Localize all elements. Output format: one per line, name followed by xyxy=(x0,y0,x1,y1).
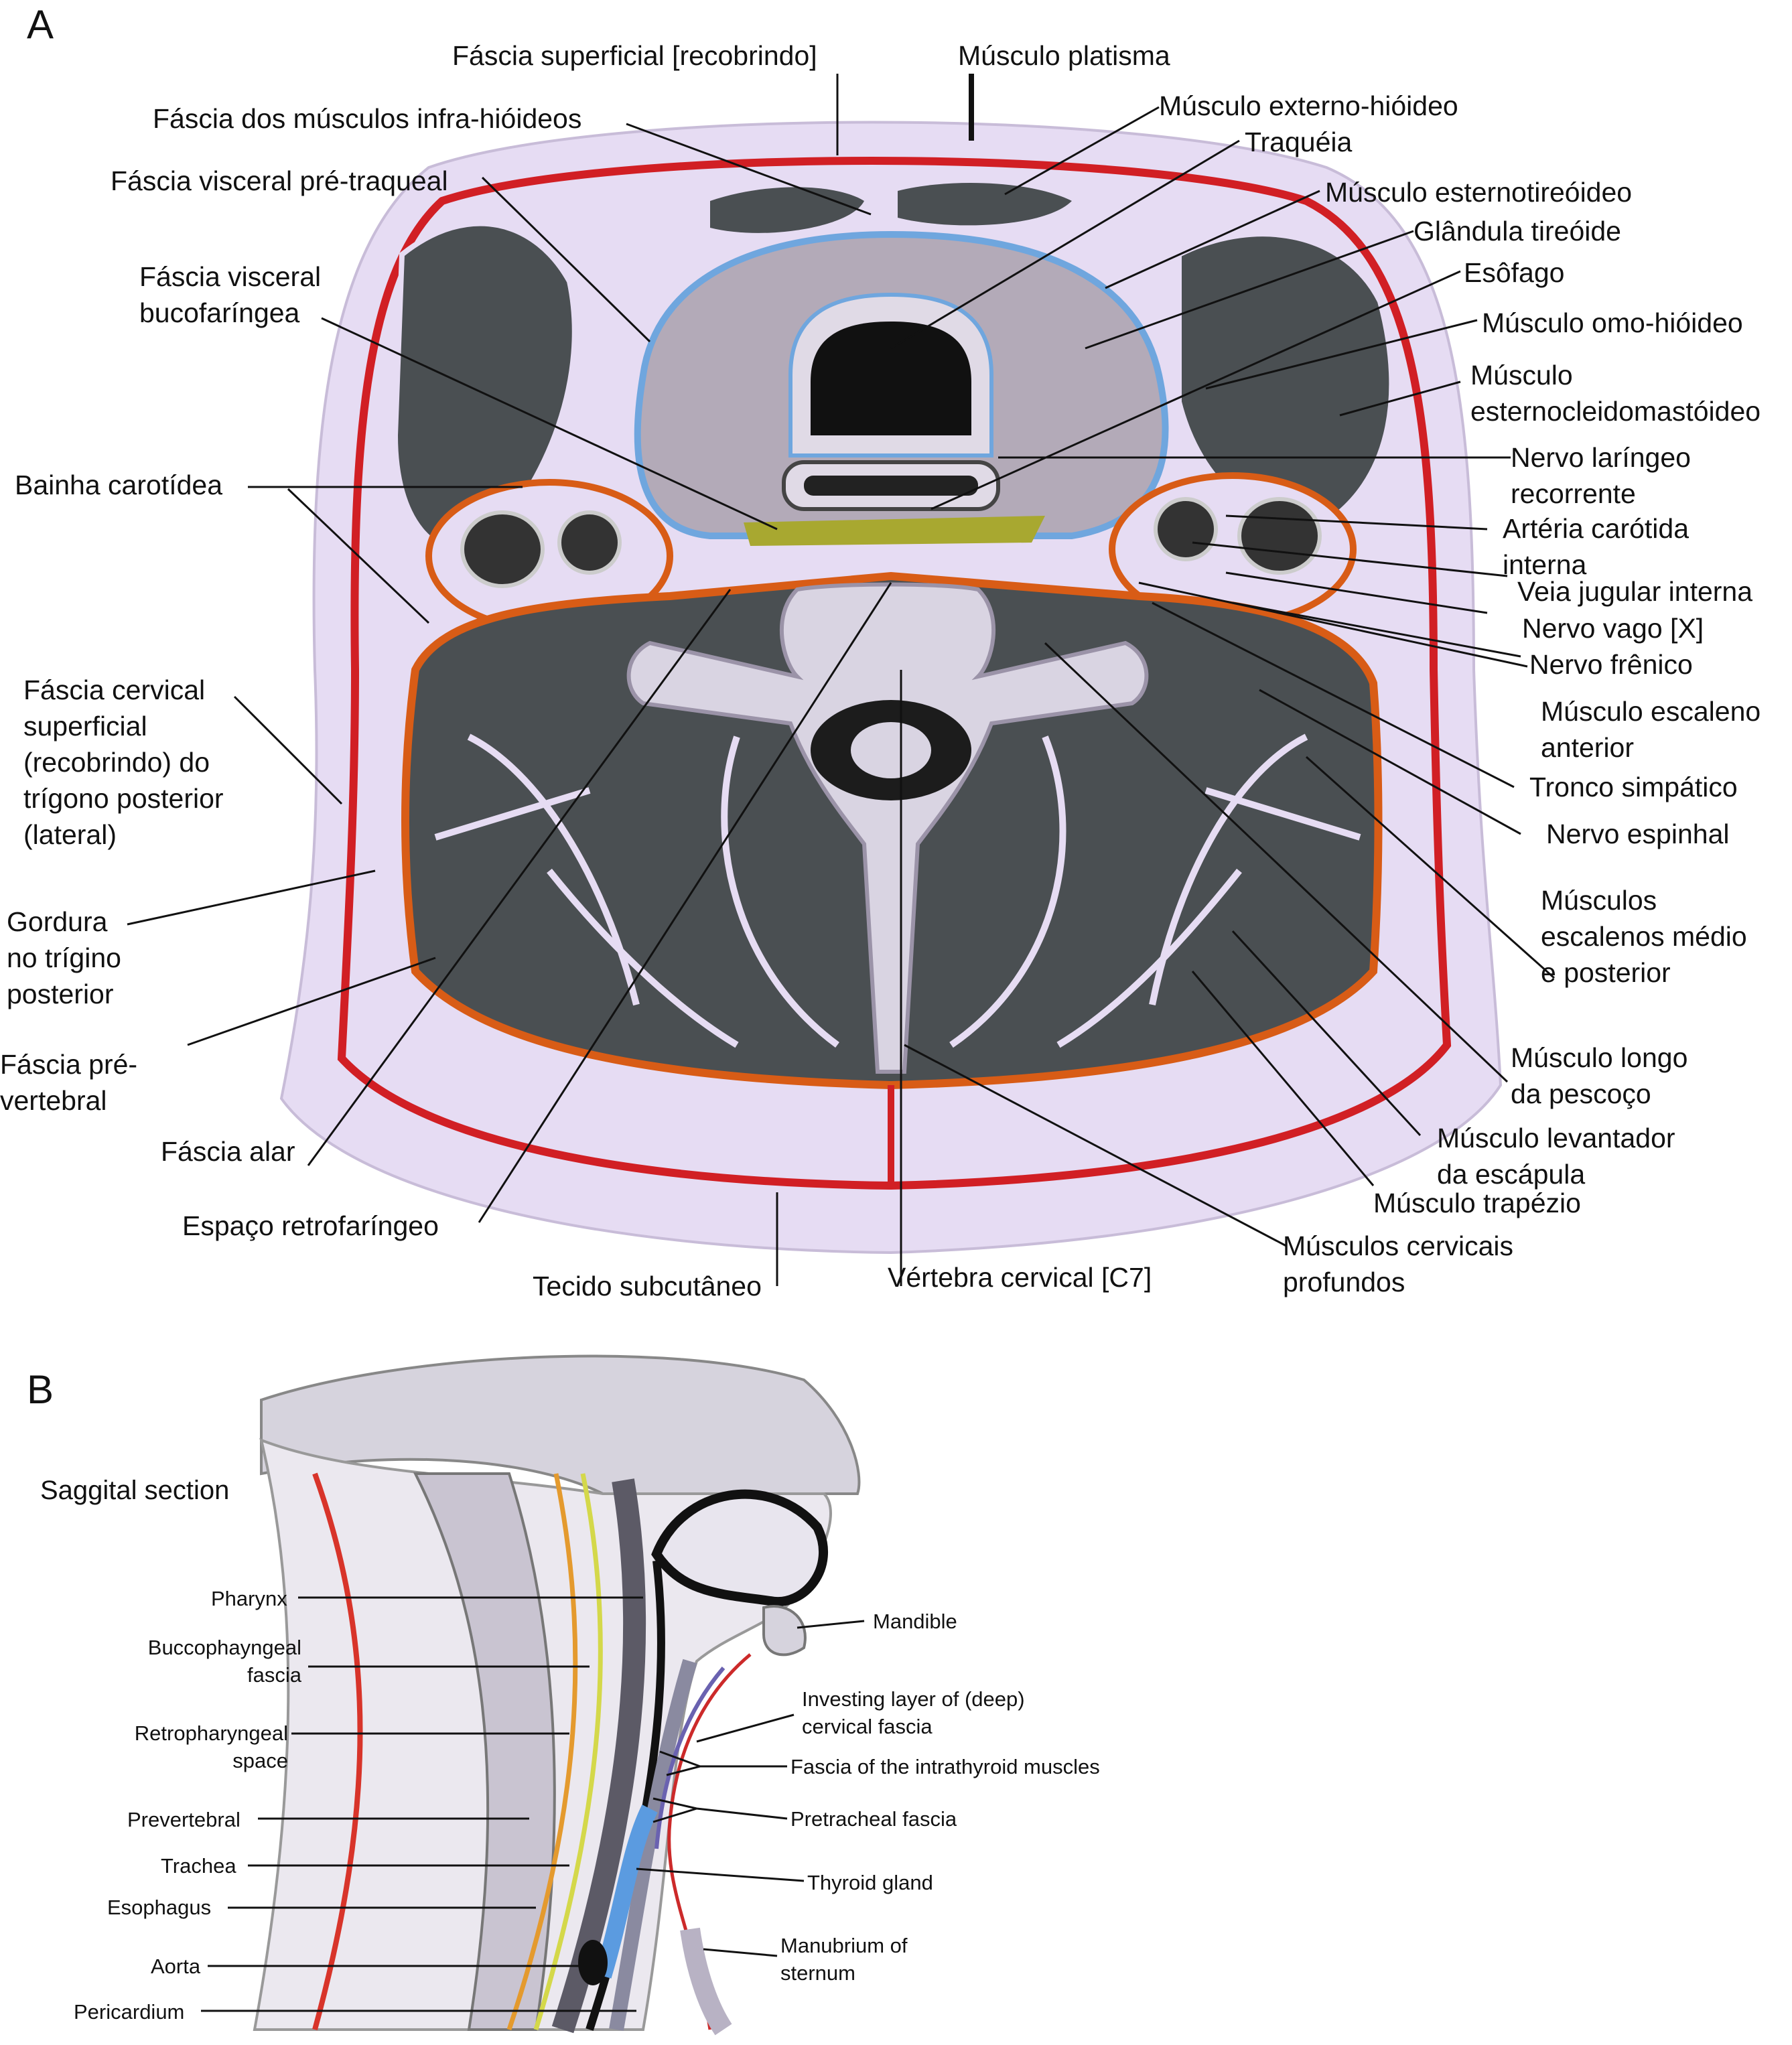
label-manubrium-2: sternum xyxy=(780,1961,855,1985)
label-nervo-vago: Nervo vago [X] xyxy=(1522,613,1704,644)
label-esophagus: Esophagus xyxy=(107,1896,212,1919)
label-espaco-retrofaringeo: Espaço retrofaríngeo xyxy=(182,1210,439,1241)
label-gordura-3: posterior xyxy=(7,979,114,1009)
label-pretracheal: Pretracheal fascia xyxy=(790,1807,957,1831)
label-fascia-cervical-4: trígono posterior xyxy=(23,783,224,814)
label-bainha-carotidea: Bainha carotídea xyxy=(15,470,223,500)
label-nervo-laringeo-2: recorrente xyxy=(1511,478,1636,509)
label-levantador-2: da escápula xyxy=(1437,1159,1586,1190)
label-buccopharyngeal-1: Buccophayngeal xyxy=(147,1636,301,1659)
label-retropharyngeal-2: space xyxy=(232,1749,288,1772)
label-thyroid: Thyroid gland xyxy=(807,1871,933,1894)
label-glandula-tireoide: Glândula tireóide xyxy=(1414,216,1621,246)
label-gordura-2: no trígino xyxy=(7,942,121,973)
panel-b-subtitle: Saggital section xyxy=(40,1476,230,1505)
label-escalenos-1: Músculos xyxy=(1541,885,1657,916)
label-buccopharyngeal-2: fascia xyxy=(247,1663,301,1687)
label-fascia-cervical-5: (lateral) xyxy=(23,819,117,850)
trachea-b xyxy=(609,1659,697,2031)
label-tronco-simpatico: Tronco simpático xyxy=(1529,772,1738,802)
investing-fascia-posterior xyxy=(312,1472,363,2031)
label-musculo-platisma: Músculo platisma xyxy=(958,40,1170,71)
label-trapezio: Músculo trapézio xyxy=(1373,1188,1581,1218)
mandible-bone xyxy=(762,1605,807,1656)
label-fascia-cervical-1: Fáscia cervical xyxy=(23,675,206,705)
panel-a-leader-lines xyxy=(127,74,1555,1286)
investing-fascia xyxy=(337,157,1452,1190)
panel-a-letter: A xyxy=(27,2,54,47)
label-tecido-subcutaneo: Tecido subcutâneo xyxy=(533,1271,762,1301)
label-traqueia: Traquéia xyxy=(1245,127,1353,157)
esophagus-lumen xyxy=(804,476,978,496)
label-fascia-infra-hioideos: Fáscia dos músculos infra-hióideos xyxy=(153,103,582,134)
vertebra-c7 xyxy=(626,582,1149,1074)
label-musculo-esternotireoideo: Músculo esternotireóideo xyxy=(1325,177,1633,208)
label-nervo-laringeo-1: Nervo laríngeo xyxy=(1511,442,1691,473)
prevertebral-fascia-b xyxy=(506,1473,578,2031)
label-esofago: Esôfago xyxy=(1464,257,1565,288)
label-intrathyroid: Fascia of the intrathyroid muscles xyxy=(790,1755,1100,1778)
label-aorta: Aorta xyxy=(151,1955,201,1978)
skull-base xyxy=(260,1354,861,1495)
label-musculo-ecm-2: esternocleidomastóideo xyxy=(1470,396,1761,427)
manubrium-b xyxy=(680,1927,732,2036)
label-cervicais-profundos-2: profundos xyxy=(1283,1267,1405,1297)
jugular-vein-right xyxy=(1237,497,1322,575)
label-musculo-externo-hioideo: Músculo externo-hióideo xyxy=(1159,90,1458,121)
label-levantador-1: Músculo levantador xyxy=(1437,1123,1675,1153)
buccopharyngeal-fascia xyxy=(744,516,1045,546)
label-fascia-prevertebral-2: vertebral xyxy=(0,1085,107,1116)
label-investing-2: cervical fascia xyxy=(802,1715,933,1738)
thyroid-gland-b xyxy=(594,1805,658,1979)
label-fascia-superficial: Fáscia superficial [recobrindo] xyxy=(452,40,817,71)
label-cervicais-profundos-1: Músculos cervicais xyxy=(1283,1230,1514,1261)
label-mandible: Mandible xyxy=(873,1610,957,1633)
tongue xyxy=(651,1489,829,1607)
label-pericardium: Pericardium xyxy=(74,2000,185,2024)
panel-b-sagittal-section xyxy=(253,1354,861,2036)
label-fascia-bucofaringea-2: bucofaríngea xyxy=(139,297,300,328)
label-fascia-alar: Fáscia alar xyxy=(161,1136,295,1167)
aortic-arch-b xyxy=(578,1940,608,1985)
label-vertebra-c7: Vértebra cervical [C7] xyxy=(888,1262,1152,1293)
trachea-lumen xyxy=(811,322,971,435)
label-nervo-espinhal: Nervo espinhal xyxy=(1546,819,1730,849)
label-prevertebral: Prevertebral xyxy=(127,1808,240,1831)
label-veia-jugular: Veia jugular interna xyxy=(1517,576,1753,607)
label-arteria-carotida-1: Artéria carótida xyxy=(1503,513,1690,544)
label-arteria-carotida-2: interna xyxy=(1503,549,1587,580)
label-musculo-omo-hioideo: Músculo omo-hióideo xyxy=(1482,307,1743,338)
label-nervo-frenico: Nervo frênico xyxy=(1529,649,1693,680)
buccopharyngeal-fascia-b xyxy=(533,1473,603,2031)
panel-b-letter: B xyxy=(27,1367,54,1412)
label-pharynx: Pharynx xyxy=(211,1587,287,1610)
label-fascia-visceral-pretraqueal: Fáscia visceral pré-traqueal xyxy=(111,165,448,196)
label-fascia-cervical-3: (recobrindo) do xyxy=(23,747,210,778)
label-manubrium-1: Manubrium of xyxy=(780,1934,908,1957)
label-retropharyngeal-1: Retropharyngeal xyxy=(134,1721,288,1745)
label-longo-2: da pescoço xyxy=(1511,1078,1651,1109)
carotid-artery-right xyxy=(1154,497,1218,561)
muscle-strap-right xyxy=(898,183,1072,226)
label-trachea: Trachea xyxy=(161,1854,236,1878)
carotid-artery-left xyxy=(557,510,622,575)
panel-b-leader-lines xyxy=(201,1596,865,2012)
label-investing-1: Investing layer of (deep) xyxy=(802,1687,1025,1711)
label-fascia-bucofaringea-1: Fáscia visceral xyxy=(139,261,322,292)
label-fascia-prevertebral-1: Fáscia pré- xyxy=(0,1049,138,1080)
spinal-cord xyxy=(851,722,931,778)
label-escaleno-anterior-1: Músculo escaleno xyxy=(1541,696,1761,727)
jugular-vein-left xyxy=(460,510,545,588)
label-escaleno-anterior-2: anterior xyxy=(1541,732,1635,763)
label-longo-1: Músculo longo xyxy=(1511,1042,1688,1073)
label-gordura-1: Gordura xyxy=(7,906,108,937)
muscle-scm-left xyxy=(392,220,577,555)
label-fascia-cervical-2: superficial xyxy=(23,711,147,742)
deep-muscle-septa xyxy=(434,733,1361,1048)
label-musculo-ecm-1: Músculo xyxy=(1470,360,1573,391)
label-escalenos-3: e posterior xyxy=(1541,957,1671,988)
label-escalenos-2: escalenos médio xyxy=(1541,921,1747,952)
